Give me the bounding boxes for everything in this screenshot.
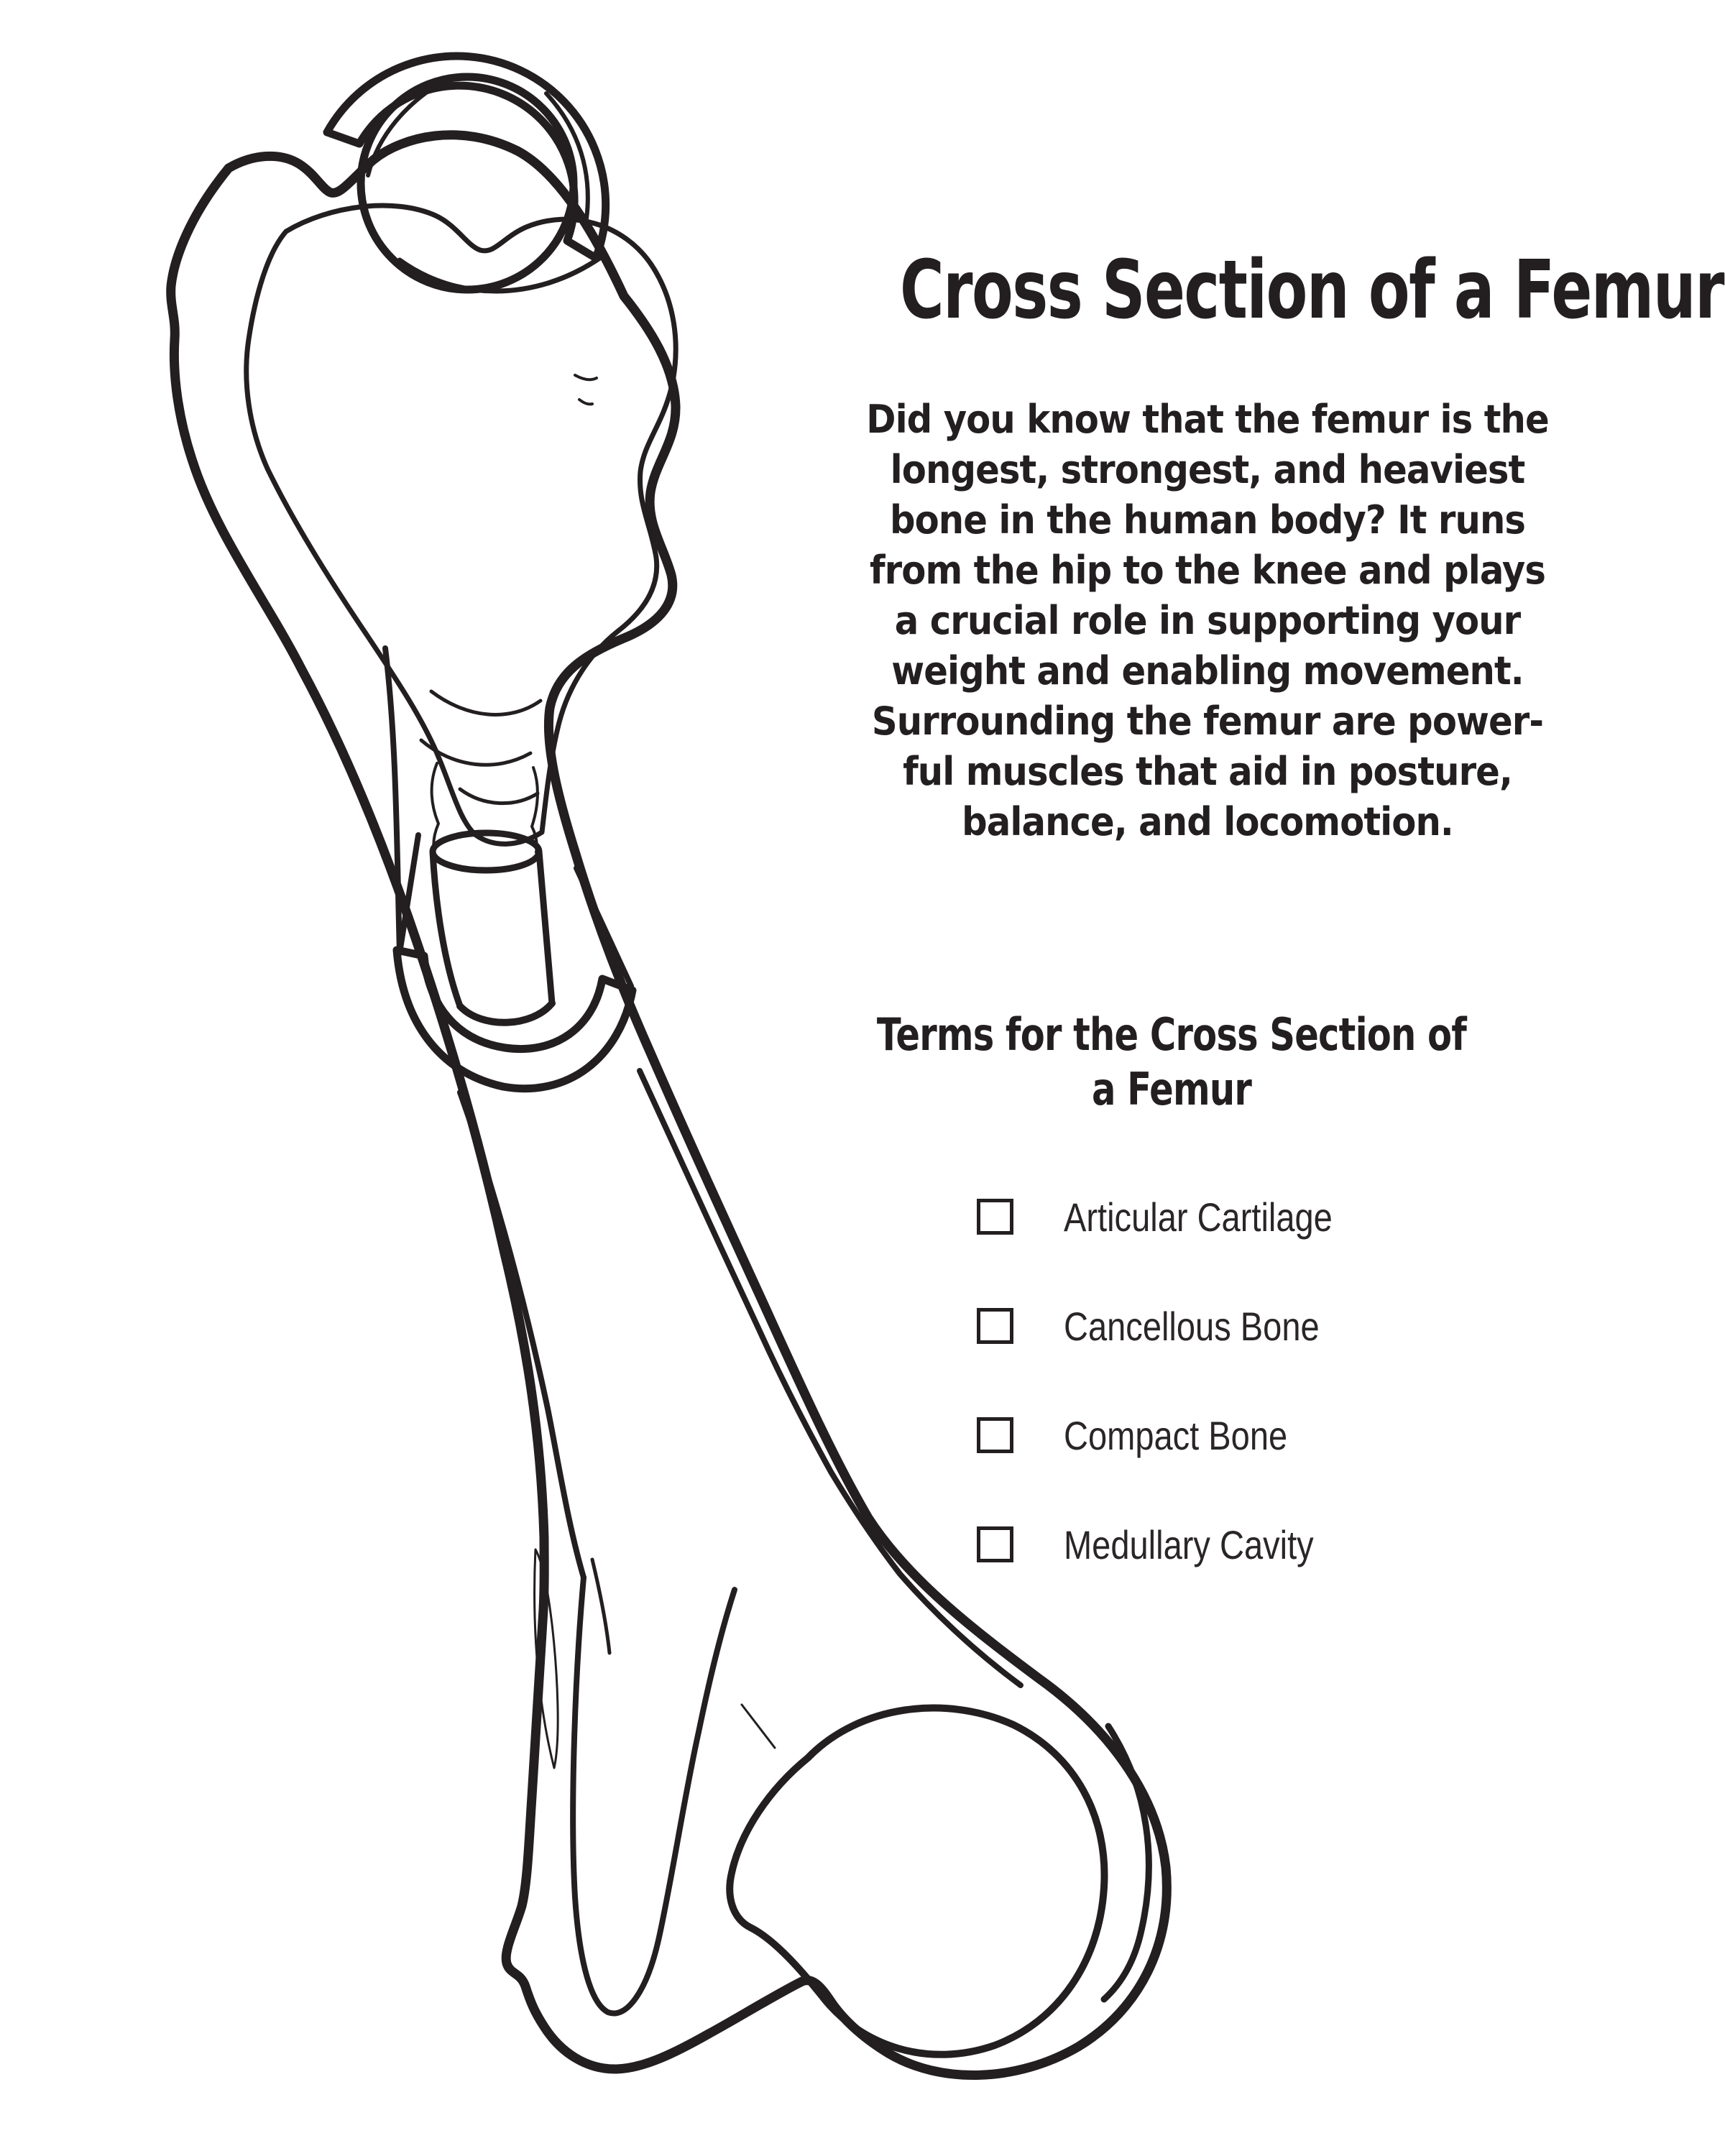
marrow-transition-texture bbox=[419, 689, 543, 854]
femoral-head bbox=[323, 52, 610, 294]
intro-line: longest, strongest, and heaviest bbox=[890, 447, 1526, 492]
term-checkbox-cancellous-bone[interactable] bbox=[977, 1308, 1013, 1344]
intro-line: a crucial role in supporting your bbox=[894, 598, 1521, 643]
cut-bone-cup bbox=[392, 832, 637, 1093]
cancellous-bone-area bbox=[244, 203, 678, 847]
medullary-cavity-cylinder bbox=[429, 829, 556, 1026]
compact-bone-outline bbox=[166, 130, 1172, 2080]
term-label: Cancellous Bone bbox=[1064, 1303, 1320, 1349]
intro-line: Surrounding the femur are power- bbox=[871, 699, 1544, 744]
articular-cartilage-edge bbox=[397, 254, 604, 294]
terms-heading-line: a Femur bbox=[1091, 1063, 1252, 1115]
compact-bone-inner-lines bbox=[382, 645, 1024, 1688]
term-checkbox-compact-bone[interactable] bbox=[977, 1417, 1013, 1453]
distal-condyle-lines bbox=[533, 1548, 1152, 2058]
term-row-medullary-cavity: Medullary Cavity bbox=[977, 1508, 1624, 1580]
term-row-compact-bone: Compact Bone bbox=[977, 1399, 1624, 1471]
term-checkbox-medullary-cavity[interactable] bbox=[977, 1526, 1013, 1562]
terms-heading-line: Terms for the Cross Section of bbox=[876, 1008, 1467, 1061]
intro-line: ful muscles that aid in posture, bbox=[903, 749, 1513, 794]
intro-line: Did you know that the femur is the bbox=[866, 397, 1549, 442]
articular-cartilage-cap bbox=[323, 52, 610, 262]
term-label: Medullary Cavity bbox=[1064, 1521, 1314, 1567]
term-label: Compact Bone bbox=[1064, 1412, 1288, 1458]
term-row-cancellous-bone: Cancellous Bone bbox=[977, 1290, 1624, 1362]
page-title: Cross Section of a Femur bbox=[899, 244, 1725, 337]
intro-line: weight and enabling movement. bbox=[891, 648, 1524, 694]
term-row-articular-cartilage: Articular Cartilage bbox=[977, 1181, 1624, 1253]
intro-line: from the hip to the knee and plays bbox=[869, 548, 1546, 593]
terms-heading: Terms for the Cross Section of a Femur bbox=[561, 1008, 1725, 1117]
intro-line: balance, and locomotion. bbox=[962, 799, 1454, 844]
term-checkbox-articular-cartilage[interactable] bbox=[977, 1199, 1013, 1235]
intro-line: bone in the human body? It runs bbox=[889, 497, 1526, 543]
intro-paragraph: Did you know that the femur is the longe… bbox=[597, 395, 1725, 847]
term-label: Articular Cartilage bbox=[1064, 1194, 1333, 1240]
